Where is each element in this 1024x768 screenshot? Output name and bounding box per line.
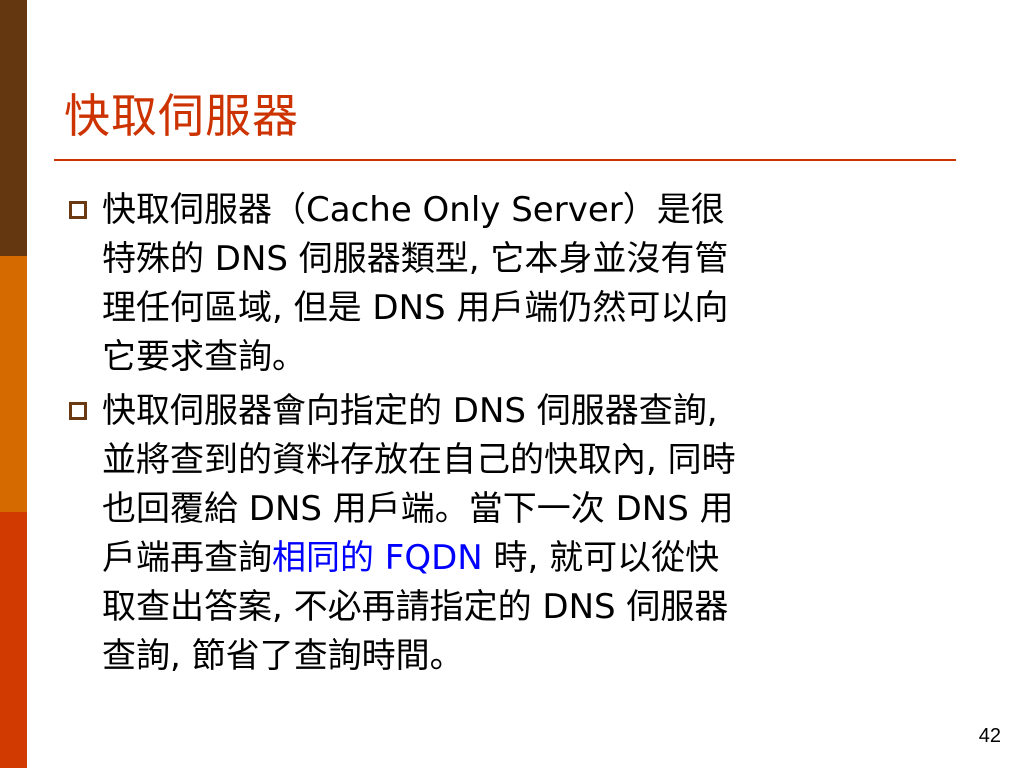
bullet-list: 快取伺服器（Cache Only Server）是很 特殊的 DNS 伺服器類型… (64, 186, 954, 686)
accent-bar-bottom (0, 512, 27, 768)
title-underline (54, 159, 956, 161)
bullet-2-line-2: 並將查到的資料存放在自己的快取內, 同時 (102, 440, 736, 480)
accent-bar-top (0, 0, 27, 256)
bullet-1-line-2: 特殊的 DNS 伺服器類型, 它本身並沒有管 (102, 239, 729, 279)
line-text-after: 時, 就可以從快 (482, 538, 720, 578)
bullet-2-line-6: 查詢, 節省了查詢時間。 (102, 636, 464, 676)
bullet-2-line-3: 也回覆給 DNS 用戶端。當下一次 DNS 用 (102, 489, 734, 529)
slide-title: 快取伺服器 (64, 89, 299, 143)
bullet-1-line-4: 它要求查詢。 (102, 337, 306, 377)
bullet-2-line-4: 戶端再查詢相同的 FQDN 時, 就可以從快 (102, 534, 954, 583)
accent-bar-middle (0, 256, 27, 512)
bullet-2-line-5: 取查出答案, 不必再請指定的 DNS 伺服器 (102, 587, 729, 627)
highlighted-term: 相同的 FQDN (272, 538, 483, 578)
hollow-square-bullet-icon (69, 201, 87, 219)
bullet-item-2: 快取伺服器會向指定的 DNS 伺服器查詢, 並將查到的資料存放在自己的快取內, … (64, 387, 954, 681)
page-number: 42 (978, 725, 1001, 747)
bullet-1-line-1: 快取伺服器（Cache Only Server）是很 (102, 190, 725, 230)
hollow-square-bullet-icon (69, 402, 87, 420)
bullet-1-line-3: 理任何區域, 但是 DNS 用戶端仍然可以向 (102, 288, 729, 328)
line-text-before: 戶端再查詢 (102, 538, 272, 578)
bullet-item-1: 快取伺服器（Cache Only Server）是很 特殊的 DNS 伺服器類型… (64, 186, 954, 382)
bullet-2-line-1: 快取伺服器會向指定的 DNS 伺服器查詢, (102, 391, 718, 431)
